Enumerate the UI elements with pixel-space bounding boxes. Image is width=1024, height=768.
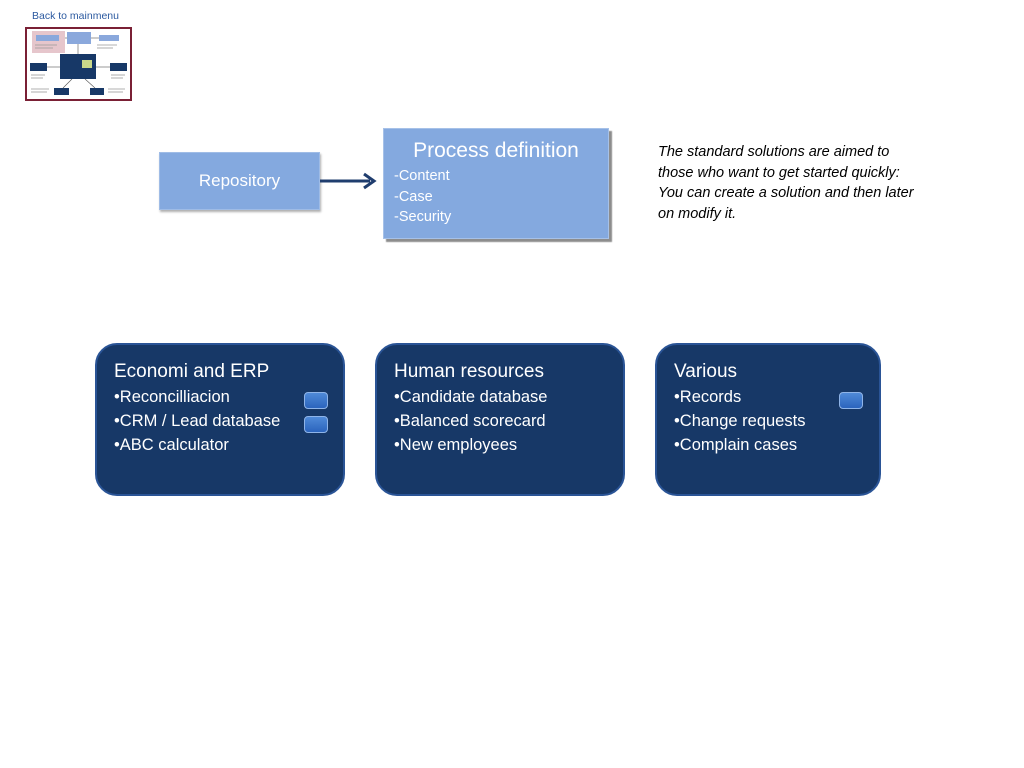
card-item-reconcilliacion: •Reconcilliacion [114,388,230,406]
card-title: Various [674,361,738,382]
crm-lead-database-open-button[interactable] [304,416,328,433]
card-item-crm-lead-database: •CRM / Lead database [114,412,281,430]
right-arrow-icon [320,172,377,190]
repository-label: Repository [198,171,281,190]
repository-box: Repository [159,152,320,210]
back-to-mainmenu-link[interactable]: Back to mainmenu [32,10,119,22]
records-open-button[interactable] [839,392,863,409]
card-item-records: •Records [674,388,742,406]
human-resources-card: Human resources •Candidate database •Bal… [375,343,625,496]
reconcilliacion-open-button[interactable] [304,392,328,409]
card-item-candidate-database: •Candidate database [394,388,548,406]
card-item-balanced-scorecard: •Balanced scorecard [394,412,546,430]
card-title: Human resources [394,361,544,382]
mainmenu-thumbnail-graphic [30,31,127,95]
card-item-change-requests: •Change requests [674,412,806,430]
process-item-case: -Case [394,188,433,205]
card-item-abc-calculator: •ABC calculator [114,436,229,454]
card-title: Economi and ERP [114,361,270,382]
economi-erp-card: Economi and ERP •Reconcilliacion •CRM / … [95,343,345,496]
various-card: Various •Records •Change requests •Compl… [655,343,881,496]
card-item-new-employees: •New employees [394,436,518,454]
mainmenu-thumbnail[interactable] [25,27,132,101]
process-item-content: -Content [394,168,450,184]
process-definition-title: Process definition [413,139,579,162]
standard-solutions-note: The standard solutions are aimed to thos… [658,144,914,222]
card-item-complain-cases: •Complain cases [674,436,798,454]
process-item-security: -Security [394,209,452,225]
process-definition-box: Process definition -Content -Case -Secur… [383,128,609,239]
